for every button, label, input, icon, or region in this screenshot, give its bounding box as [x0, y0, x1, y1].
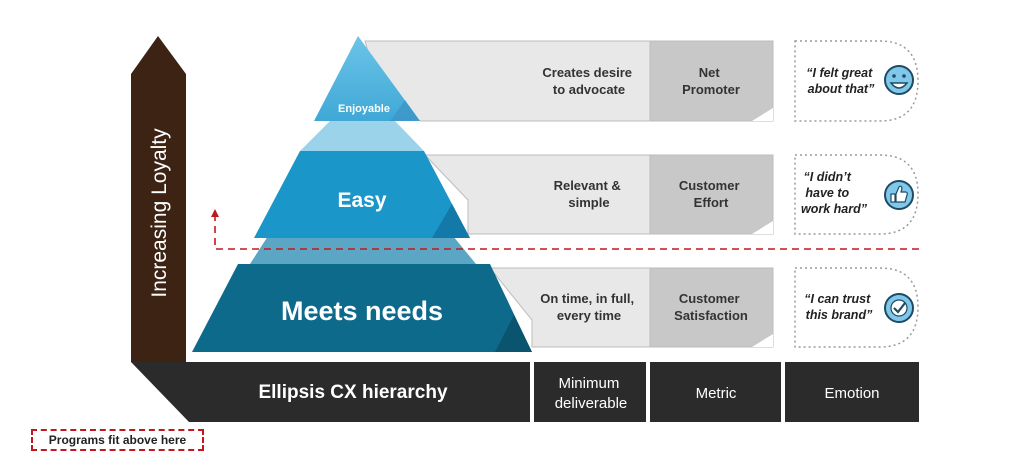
- pyramid-title: Ellipsis CX hierarchy: [258, 382, 447, 403]
- pyramid: Enjoyable Easy Meets needs: [192, 36, 532, 352]
- column-header-deliverable: Minimum deliverable: [555, 375, 628, 412]
- metric-meets-needs: Customer Satisfaction: [674, 291, 748, 323]
- emotion-callout-meets-needs: [794, 267, 919, 348]
- band-top-dark: [649, 40, 774, 122]
- deliverable-easy: Relevant & simple: [554, 178, 625, 210]
- deliverable-texts: Creates desire to advocate Relevant & si…: [540, 65, 638, 323]
- column-header-metric: Metric: [696, 385, 737, 402]
- emotion-callout-enjoyable: [794, 40, 919, 122]
- tier-meets-needs: [192, 264, 532, 352]
- metric-easy: Customer Effort: [679, 178, 743, 210]
- tier-label-enjoyable: Enjoyable: [338, 103, 390, 115]
- tier-enjoyable: [314, 36, 420, 121]
- emotion-text-enjoyable: “I felt great about that”: [806, 66, 875, 96]
- thumbs-up-icon: [884, 180, 914, 210]
- tier-label-easy: Easy: [337, 189, 386, 212]
- emotion-callout-easy: [794, 154, 919, 235]
- checkmark-icon: [884, 293, 914, 323]
- emotion-text-easy: “I didn’t have to work hard”: [801, 170, 868, 216]
- band-bottom-light: [488, 267, 651, 348]
- programs-note: Programs fit above here: [31, 429, 204, 451]
- tier-label-meets-needs: Meets needs: [281, 296, 443, 326]
- programs-guide: [211, 209, 919, 250]
- loyalty-arrow: Increasing Loyalty: [131, 36, 186, 362]
- emotion-callouts: “I felt great about that” “I didn’t have…: [794, 40, 919, 348]
- metric-enjoyable: Net Promoter: [682, 65, 740, 97]
- column-header-emotion: Emotion: [824, 385, 879, 402]
- tier-bands: [364, 40, 774, 348]
- loyalty-axis-label: Increasing Loyalty: [148, 128, 171, 298]
- band-mid-light: [423, 154, 651, 235]
- smiley-face-icon: [884, 65, 914, 95]
- deliverable-meets-needs: On time, in full, every time: [540, 291, 638, 323]
- deliverable-enjoyable: Creates desire to advocate: [542, 65, 635, 97]
- emotion-text-meets-needs: “I can trust this brand”: [804, 292, 873, 322]
- metric-texts: Net Promoter Customer Effort Customer Sa…: [674, 65, 748, 323]
- tier-easy: [254, 151, 470, 238]
- base-bar: Ellipsis CX hierarchy Minimum deliverabl…: [131, 362, 919, 422]
